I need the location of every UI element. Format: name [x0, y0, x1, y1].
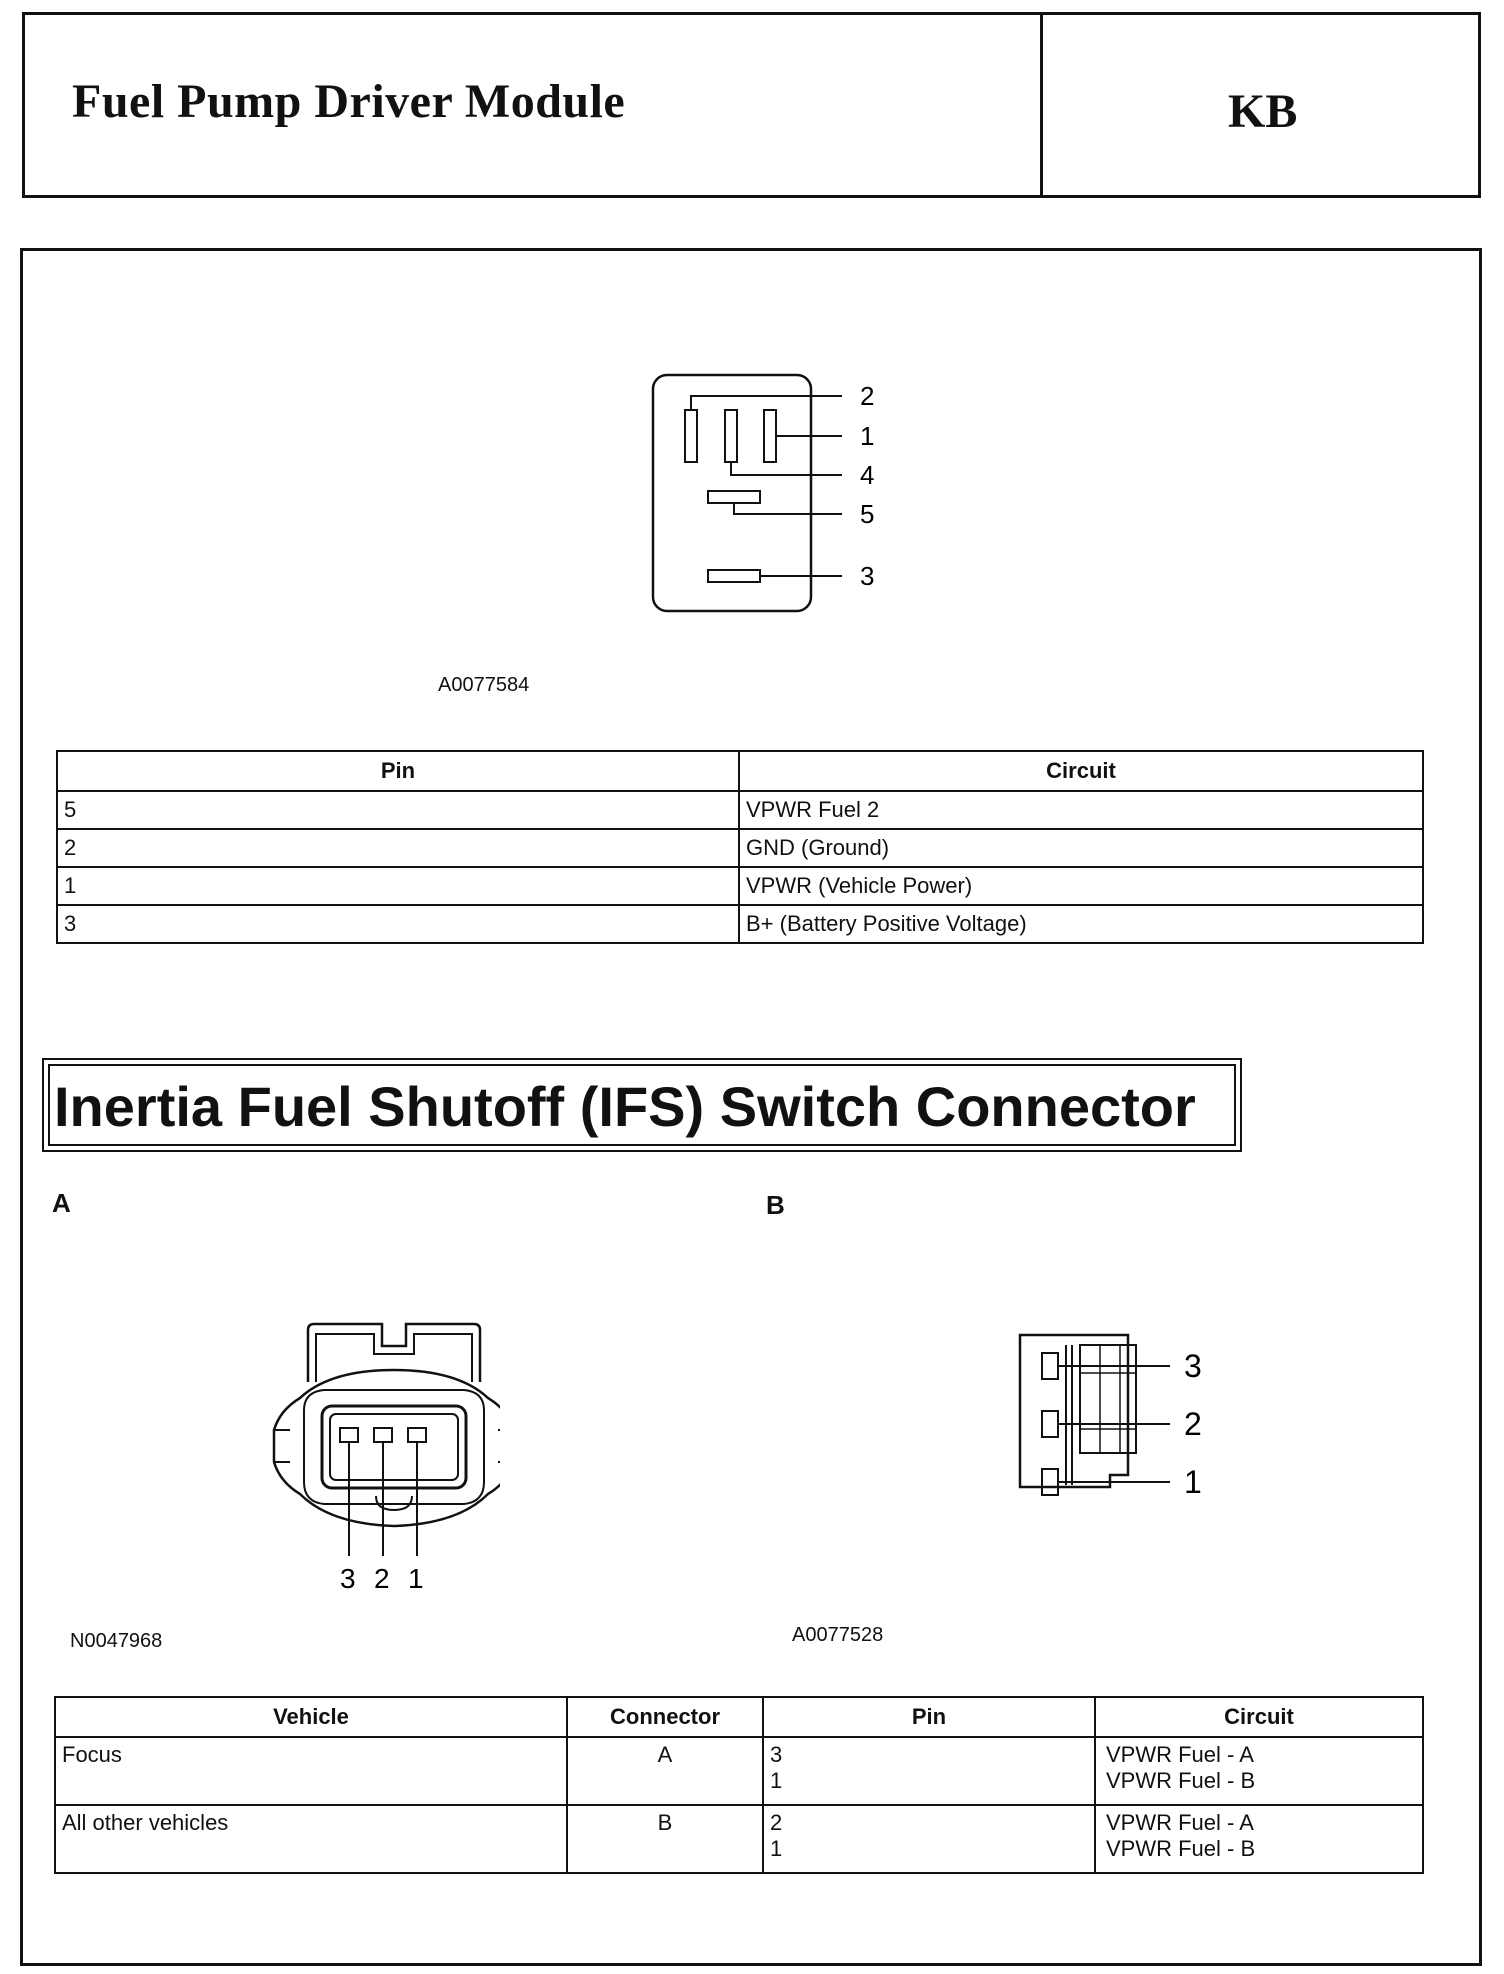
table-row: 2 GND (Ground): [56, 828, 1424, 868]
inner-shell: [303, 1389, 485, 1505]
figure-id: A0077528: [792, 1624, 884, 1646]
fpdm-connector-diagram: 2 1 4 5 3: [651, 373, 874, 613]
latch-outline: [306, 1322, 482, 1382]
figure-id: N0047968: [70, 1630, 163, 1652]
pin-cell: 2: [56, 828, 740, 868]
pin-label: 2: [1184, 1406, 1202, 1442]
column-header: Circuit: [738, 750, 1424, 792]
table-row: 3 B+ (Battery Positive Voltage): [56, 904, 1424, 944]
pin-cell: 5: [56, 790, 740, 830]
vehicle-cell: All other vehicles: [54, 1804, 568, 1874]
terminal-5: [707, 490, 761, 504]
table-header-row: Pin Circuit: [56, 750, 1424, 792]
section-code: KB: [1228, 85, 1298, 138]
column-header: Connector: [566, 1696, 764, 1738]
figure-id: A0077584: [438, 674, 530, 696]
pin-cell: 3: [56, 904, 740, 944]
pin-cell: 2 1: [762, 1804, 1096, 1874]
connector-cell: A: [566, 1736, 764, 1806]
column-header: Pin: [762, 1696, 1096, 1738]
connector-body: [651, 373, 813, 613]
terminal-1: [763, 409, 777, 463]
terminal-4: [724, 409, 738, 463]
connector-housing: [272, 1368, 500, 1528]
vehicle-cell: Focus: [54, 1736, 568, 1806]
circuit-cell: B+ (Battery Positive Voltage): [738, 904, 1424, 944]
circuit-cell: VPWR Fuel - A VPWR Fuel - B: [1094, 1804, 1424, 1874]
section-title-frame: [48, 1064, 1236, 1146]
table-row: All other vehicles B 2 1 VPWR Fuel - A V…: [54, 1804, 1424, 1874]
section-title: Inertia Fuel Shutoff (IFS) Switch Connec…: [42, 1058, 1242, 1152]
terminal-1: [1041, 1468, 1059, 1496]
ifs-connector-a-diagram: 3 2 1: [272, 1322, 500, 1594]
pin-cell: 1: [56, 866, 740, 906]
locking-tab: [375, 1495, 413, 1512]
circuit-cell: VPWR (Vehicle Power): [738, 866, 1424, 906]
ifs-connector-b-diagram: 3 2 1: [1018, 1333, 1202, 1500]
pin-label: 2: [374, 1563, 390, 1594]
terminal-2: [373, 1427, 393, 1443]
pin-label: 3: [1184, 1348, 1202, 1384]
table-header-row: Vehicle Connector Pin Circuit: [54, 1696, 1424, 1738]
terminal-cavity-inner: [329, 1413, 459, 1481]
table-row: Focus A 3 1 VPWR Fuel - A VPWR Fuel - B: [54, 1736, 1424, 1806]
pin-label: 1: [408, 1563, 424, 1594]
pin-label: 1: [1184, 1464, 1202, 1500]
terminal-cavity: [320, 1404, 468, 1490]
terminal-3: [1041, 1352, 1059, 1380]
pin-label: 3: [340, 1563, 356, 1594]
terminal-3: [339, 1427, 359, 1443]
connector-cell: B: [566, 1804, 764, 1874]
header-box: [22, 12, 1481, 198]
view-letter-a: A: [52, 1188, 71, 1218]
table-row: 1 VPWR (Vehicle Power): [56, 866, 1424, 906]
circuit-cell: VPWR Fuel 2: [738, 790, 1424, 830]
terminal-3: [707, 569, 761, 583]
pin-label: 3: [860, 561, 874, 591]
circuit-cell: VPWR Fuel - A VPWR Fuel - B: [1094, 1736, 1424, 1806]
connector-body: [1018, 1333, 1130, 1489]
column-header: Vehicle: [54, 1696, 568, 1738]
pin-cell: 3 1: [762, 1736, 1096, 1806]
housing-ribs: [274, 1429, 500, 1463]
view-letter-b: B: [766, 1190, 785, 1220]
pin-label: 5: [860, 499, 874, 529]
terminal-2: [1041, 1410, 1059, 1438]
leader-line: [690, 395, 842, 410]
latch-inner: [315, 1333, 473, 1382]
pin-label: 1: [860, 421, 874, 451]
table-row: 5 VPWR Fuel 2: [56, 790, 1424, 830]
page-title: Fuel Pump Driver Module: [72, 75, 626, 128]
ifs-pin-table: Vehicle Connector Pin Circuit Focus A 3 …: [54, 1696, 1424, 1874]
terminal-1: [407, 1427, 427, 1443]
fpdm-pin-table: Pin Circuit 5 VPWR Fuel 2 2 GND (Ground)…: [56, 750, 1424, 944]
header-divider: [1040, 14, 1043, 198]
content-frame: [20, 248, 1482, 1966]
circuit-cell: GND (Ground): [738, 828, 1424, 868]
terminal-block: [1079, 1344, 1137, 1454]
leader-line: [733, 503, 842, 515]
pin-label: 2: [860, 381, 874, 411]
column-header: Circuit: [1094, 1696, 1424, 1738]
pin-label: 4: [860, 460, 874, 490]
column-header: Pin: [56, 750, 740, 792]
terminal-2: [684, 409, 698, 463]
leader-line: [730, 462, 842, 476]
